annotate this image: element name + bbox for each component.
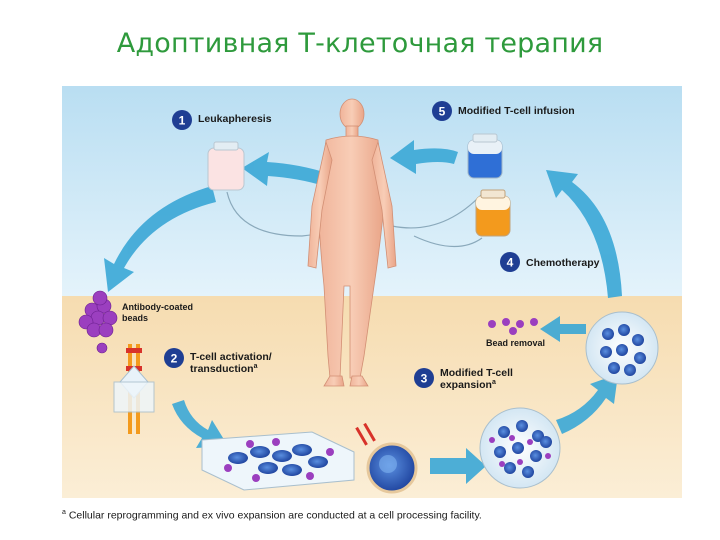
step-3-badge: 3 [414,368,434,388]
step-3-label-line2-text: expansion [440,379,492,391]
arrow-to-dish [172,400,228,448]
step-3-number: 3 [421,372,428,386]
footnote-text: Cellular reprogramming and ex vivo expan… [68,509,482,522]
t-cell-receptor-icon [113,344,155,434]
therapy-diagram: 1 Leukapheresis 5 Modified T-cell infusi… [62,86,682,498]
process-arrows [104,140,622,484]
slide-title: Адоптивная Т-клеточная терапия [116,28,604,59]
step-2-label-line2-text: transduction [190,363,254,375]
arrow-to-beads [104,186,216,292]
step-5-badge: 5 [432,101,452,121]
chemotherapy-bag-icon [475,189,511,237]
step-5-label: Modified T-cell infusion [458,105,575,117]
expansion-dish [479,407,561,489]
expanded-cells-dish [585,311,659,385]
patient-figure [307,98,397,387]
beads-label-line1: Antibody-coated [122,302,193,312]
beads-label-line2: beads [122,313,148,323]
step-3-footnote-mark: a [492,379,496,386]
step-1-badge: 1 [172,110,192,130]
removed-beads-icon [488,318,538,335]
arrow-to-dish-top [556,374,618,434]
arrow-to-expansion [430,448,486,484]
antibody-beads-icon [78,290,118,354]
culture-dish [201,431,355,491]
step-4-badge: 4 [500,252,520,272]
step-3-label-line2: expansiona [440,379,496,391]
therapy-diagram-svg: 1 Leukapheresis 5 Modified T-cell infusi… [62,86,682,498]
step-3-label-line1: Modified T-cell [440,367,513,379]
modified-t-cell-icon [355,422,418,494]
step-5-number: 5 [439,105,446,119]
bead-removal-label: Bead removal [486,338,545,348]
step-1-label: Leukapheresis [198,113,272,125]
step-1-number: 1 [179,114,186,128]
step-2-label-line2: transductiona [190,363,258,375]
arrow-to-bag [242,152,330,186]
step-2-badge: 2 [164,348,184,368]
step-4-number: 4 [507,256,514,270]
footnote: a Cellular reprogramming and ex vivo exp… [62,509,682,522]
infusion-bag-icon [467,133,503,179]
step-2-footnote-mark: a [254,363,258,370]
arrow-to-infusion [546,170,622,298]
leukapheresis-bag-icon [207,141,245,191]
arrow-to-patient [390,140,458,174]
step-2-label-line1: T-cell activation/ [190,351,272,363]
arrow-bead-removal [540,316,586,342]
step-2-number: 2 [171,352,178,366]
footnote-mark: a [62,509,66,516]
step-4-label: Chemotherapy [526,257,600,269]
